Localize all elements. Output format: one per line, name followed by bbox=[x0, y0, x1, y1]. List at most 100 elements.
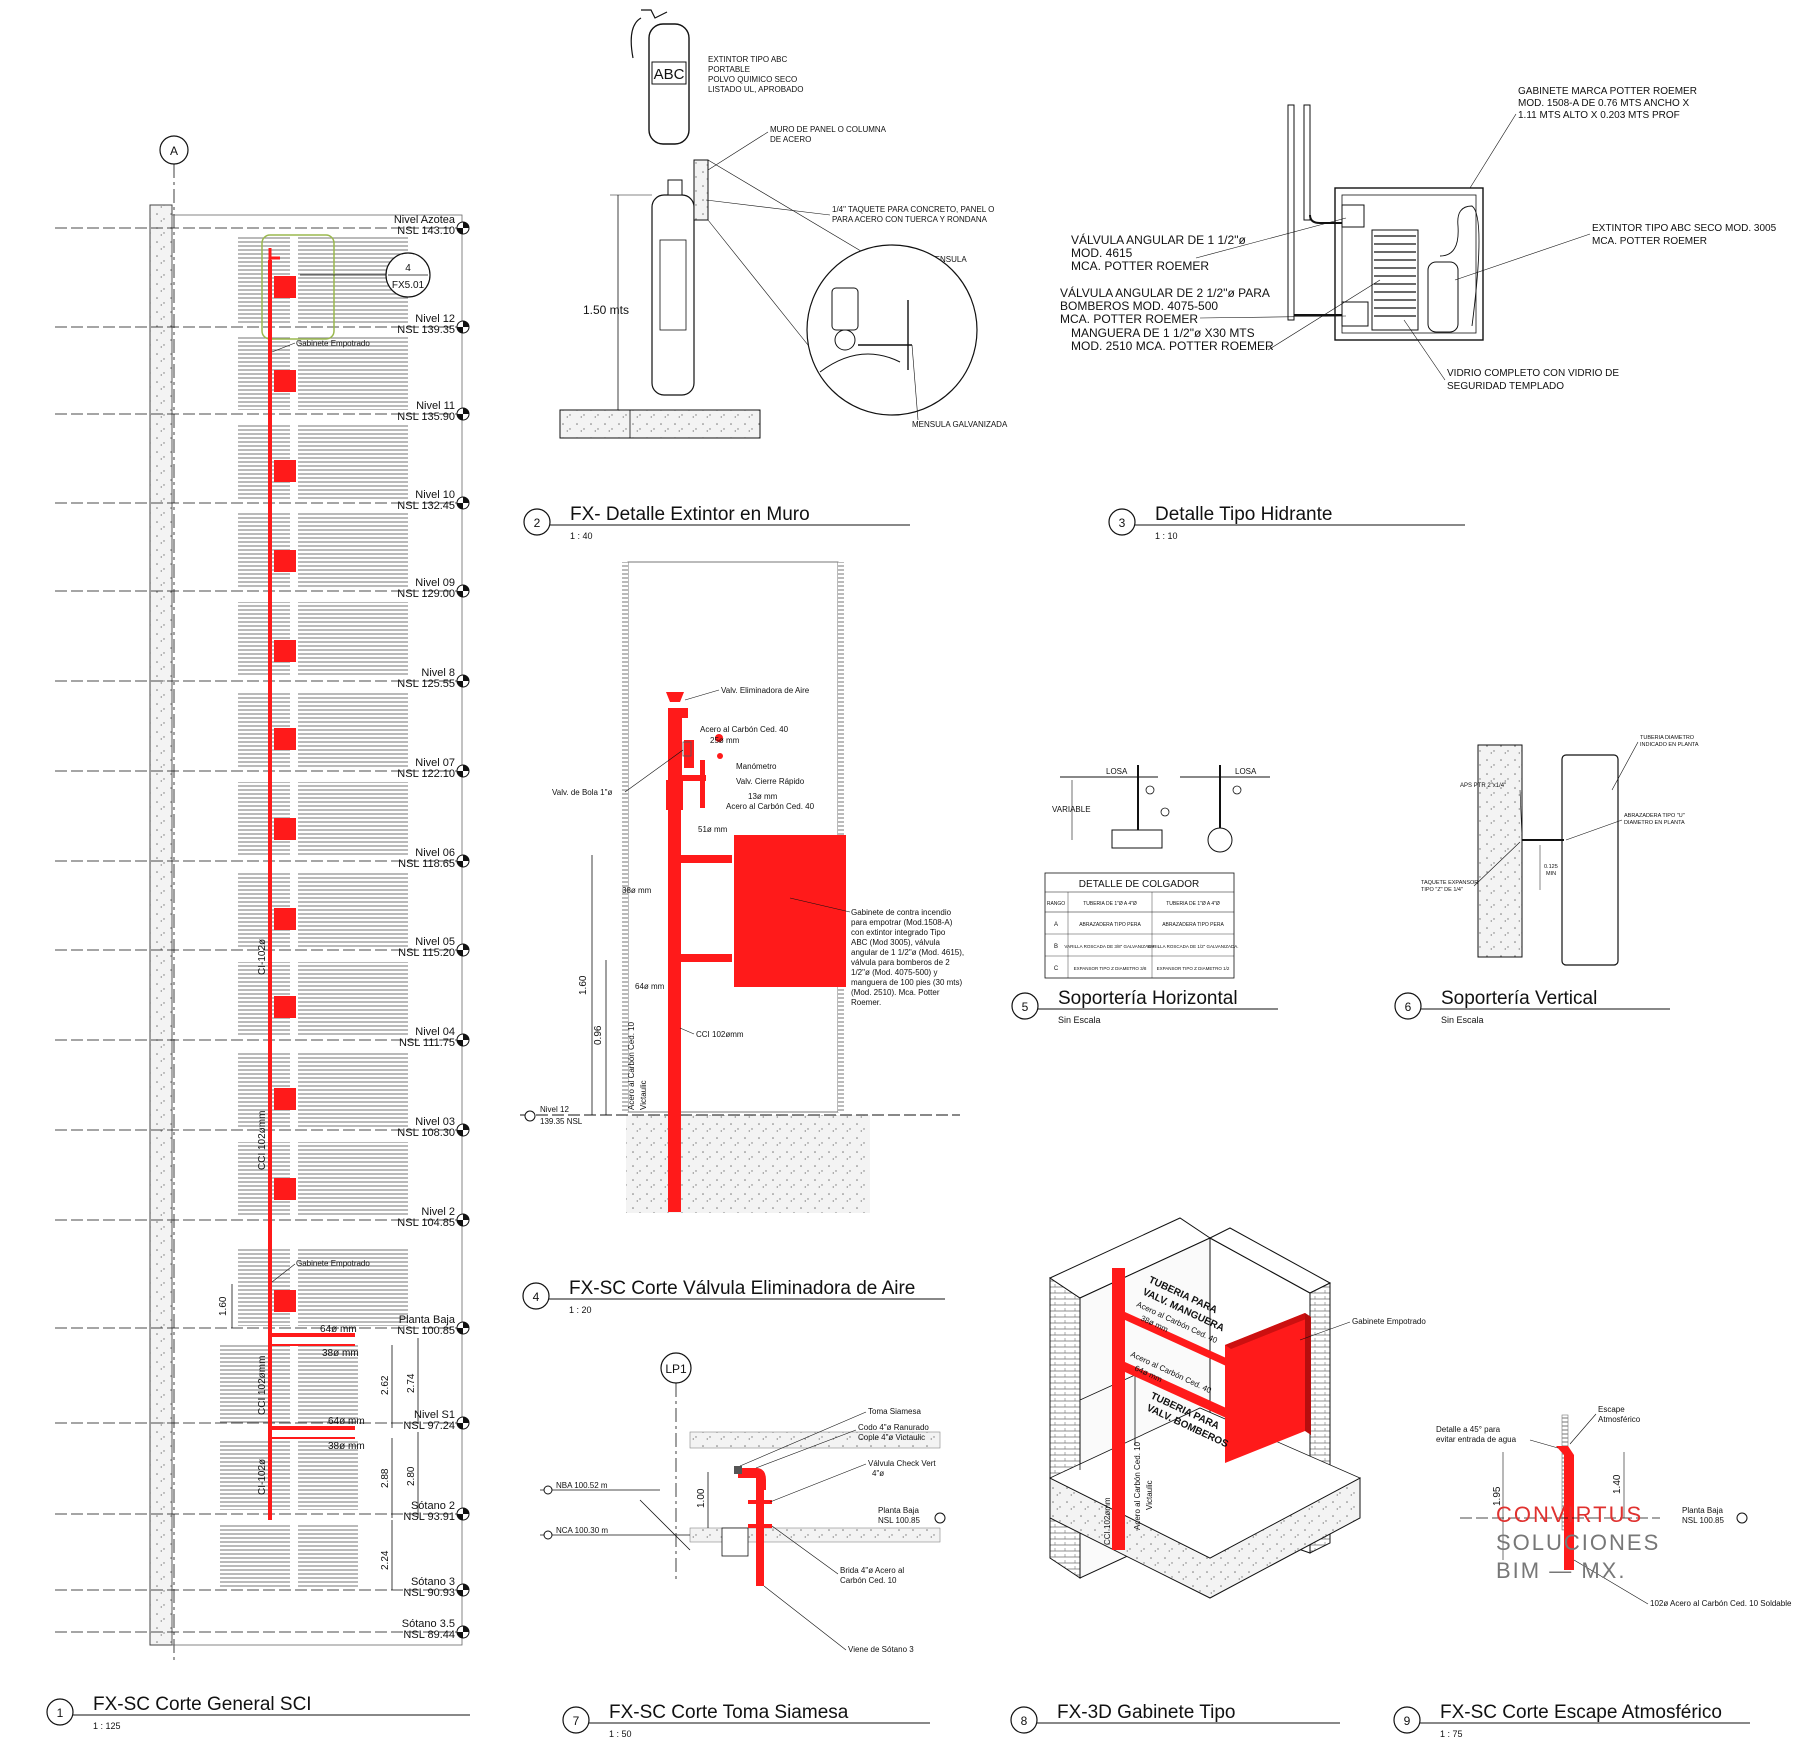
level-nsl: NSL 118.65 bbox=[398, 858, 455, 870]
manguera-text-1: MANGUERA DE 1 1/2"ø X30 MTS bbox=[1071, 326, 1255, 340]
vent-pipe bbox=[676, 718, 682, 778]
pipe-section bbox=[1111, 829, 1163, 849]
level-name: Nivel 8 bbox=[421, 667, 455, 679]
cabinet-3d-side bbox=[1305, 1313, 1311, 1435]
escape-elbow bbox=[1556, 1446, 1574, 1455]
detail-6-soporteria-vertical: APS PTR 2"x1/4" TUBERIA DIAMETRO INDICAD… bbox=[1421, 735, 1699, 966]
view-number-bubble bbox=[1010, 1706, 1038, 1734]
cabinet-block bbox=[274, 1290, 296, 1312]
cabinet-block bbox=[274, 996, 296, 1018]
section-1-corte-general: A bbox=[55, 135, 470, 1660]
td-c2: EXPANSOR TIPO Z DIAMETRO 1/2 bbox=[1157, 966, 1230, 971]
cabinet-block bbox=[274, 818, 296, 840]
extinguisher-label-box bbox=[651, 61, 687, 85]
pb9-marker bbox=[1736, 1512, 1748, 1524]
view-number: 1 bbox=[57, 1706, 64, 1720]
nivel12-label: Nivel 12 bbox=[540, 1105, 569, 1114]
building-left-column bbox=[149, 204, 173, 1646]
gabinete-note-6: válvula para bomberos de 2 bbox=[851, 958, 950, 967]
hose-rack bbox=[1371, 229, 1419, 331]
losa2: LOSA bbox=[1235, 767, 1257, 776]
valve-pipe bbox=[1309, 214, 1348, 224]
gabinete-note-7: 1/2"ø (Mod. 4075-500) y bbox=[851, 968, 937, 977]
codo-leader bbox=[755, 1429, 857, 1469]
floor-panel bbox=[298, 1142, 408, 1217]
extintor3-leader bbox=[1454, 233, 1591, 281]
escape-leader bbox=[1569, 1413, 1597, 1445]
floor-panel bbox=[298, 962, 408, 1037]
vidrio-text-2: SEGURIDAD TEMPLADO bbox=[1447, 381, 1564, 392]
level-name: Nivel 11 bbox=[416, 400, 455, 412]
detail-5-soporteria-horizontal: LOSA LOSA VARIABLE DETALLE DE COLGADOR R… bbox=[1044, 765, 1270, 979]
d51-text: 51ø mm bbox=[698, 825, 728, 834]
codo-text: Codo 4"ø Ranurado bbox=[858, 1423, 929, 1432]
toma-text: Toma Siamesa bbox=[868, 1407, 921, 1416]
floor-panel bbox=[298, 1440, 358, 1510]
cabinet-3d-front bbox=[1225, 1313, 1305, 1463]
taquete-text-1: 1/4" TAQUETE PARA CONCRETO, PANEL O bbox=[832, 205, 994, 214]
cci-leader bbox=[679, 1027, 695, 1035]
brida-leader bbox=[771, 1525, 839, 1575]
zoom-extinguisher-head bbox=[831, 287, 859, 331]
muro-text-2: DE ACERO bbox=[770, 135, 811, 144]
riser-tee bbox=[666, 780, 683, 810]
supply-pipe bbox=[1303, 104, 1311, 221]
quick-valve-pipe bbox=[700, 760, 705, 808]
dim-195: 1.95 bbox=[1492, 1486, 1503, 1506]
level-nsl: NSL 111.75 bbox=[399, 1037, 455, 1049]
view-number-bubble bbox=[46, 1698, 74, 1726]
valvula1-text-2: MOD. 4615 bbox=[1071, 246, 1133, 260]
view-number: 4 bbox=[533, 1290, 540, 1304]
extintor-text-4: LISTADO UL, APROBADO bbox=[708, 85, 803, 94]
level-nsl: NSL 125.55 bbox=[397, 678, 455, 690]
losa1: LOSA bbox=[1106, 767, 1128, 776]
level-symbol-fill bbox=[457, 1626, 469, 1638]
gabinete-note-3: con extintor integrado Tipo bbox=[851, 928, 946, 937]
level-symbol-fill bbox=[457, 1508, 469, 1520]
cabinet-block bbox=[274, 908, 296, 930]
taquete6-leader bbox=[1473, 841, 1521, 887]
quick-valve bbox=[717, 753, 723, 759]
pipe-label-cci-low: CCI 102ømm bbox=[257, 1356, 268, 1415]
gabinete-note-10: Roemer. bbox=[851, 998, 881, 1007]
escape-pipe bbox=[1564, 1455, 1574, 1570]
extintor3-text-2: MCA. POTTER ROEMER bbox=[1592, 236, 1707, 247]
muro-text-1: MURO DE PANEL O COLUMNA bbox=[770, 125, 887, 134]
vertical-pipe bbox=[1561, 754, 1619, 966]
manometro-text: Manómetro bbox=[736, 762, 777, 771]
tag-b bbox=[1145, 785, 1155, 795]
view-number-bubble bbox=[1393, 1706, 1421, 1734]
manguera-leader bbox=[1267, 279, 1381, 351]
watermark-line-2: SOLUCIONES bbox=[1496, 1530, 1660, 1555]
taquete6-text-1: TAQUETE EXPANSOR bbox=[1421, 880, 1478, 886]
d64-text: 64ø mm bbox=[635, 982, 665, 991]
floor-panel bbox=[298, 692, 408, 767]
dim-100: 1.00 bbox=[696, 1488, 707, 1508]
detail-leader bbox=[707, 219, 821, 361]
level-symbol-fill bbox=[457, 1584, 469, 1596]
fire-cabinet bbox=[734, 835, 846, 987]
gabinete-note-leader bbox=[789, 897, 851, 913]
floor-panel bbox=[298, 1525, 358, 1587]
ball-valve bbox=[682, 741, 692, 757]
level-nsl: NSL 93.91 bbox=[403, 1511, 455, 1523]
view-number-bubble bbox=[1108, 508, 1136, 536]
building-outline bbox=[171, 214, 463, 1646]
view-number: 7 bbox=[573, 1714, 580, 1728]
tag-a bbox=[1160, 807, 1170, 817]
td-b: B bbox=[1054, 944, 1058, 950]
valvula2-text-2: BOMBEROS MOD. 4075-500 bbox=[1060, 299, 1218, 313]
view-scale: 1 : 20 bbox=[569, 1305, 592, 1315]
valv-cierre-text: Valv. Cierre Rápido bbox=[736, 777, 805, 786]
level-name: Nivel 09 bbox=[415, 577, 455, 589]
tag-b2 bbox=[1232, 785, 1242, 795]
gabinete-text-3: 1.11 MTS ALTO X 0.203 MTS PROF bbox=[1518, 110, 1680, 121]
d38-text: 38ø mm bbox=[622, 886, 652, 895]
level-symbol-fill bbox=[457, 497, 469, 509]
branch-64 bbox=[674, 954, 732, 962]
level-name: Nivel S1 bbox=[414, 1409, 455, 1421]
